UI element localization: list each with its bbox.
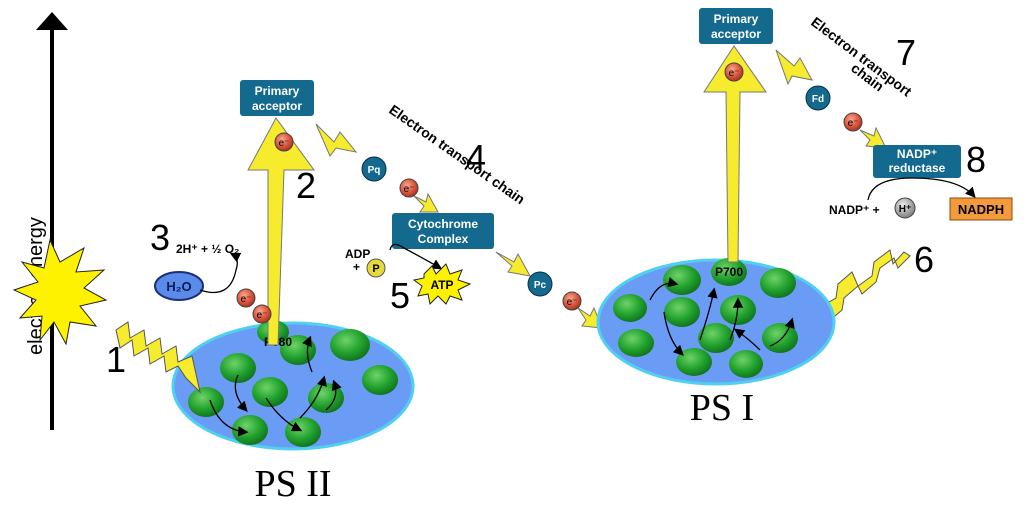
step-7: 7 [896,32,916,73]
cyt-line2: Complex [418,232,469,246]
electron-label: e⁻ [729,68,740,79]
electron-label: e⁻ [279,138,290,149]
phosphate-icon [366,258,386,278]
reductase-line1: NADP⁺ [897,147,937,161]
fd-carrier [805,85,831,111]
step-4: 4 [466,137,486,178]
energy-axis [36,12,68,430]
transfer-arrow [775,49,813,86]
hydrogen-ion-icon [894,197,916,219]
pc-label: Pc [534,280,547,291]
step-1: 1 [106,339,126,380]
plus-label: + [353,260,360,274]
sun-icon [12,238,108,346]
atp-synthesis-arrow [389,243,443,270]
ps1-reaction-center: P700 [715,265,743,279]
cyt-line1: Cytochrome [408,217,478,231]
water-split-arrow [199,252,242,294]
ps1-label: PS I [690,387,754,429]
adp-label: ADP [345,247,370,261]
cytochrome-complex [392,213,494,249]
ps1-acceptor-line1: Primary [714,12,759,26]
electron-icon [399,178,419,198]
ps1-excitation-arrow [703,45,767,263]
electron-icon [236,288,256,308]
pq-label: Pq [368,165,381,176]
ps1-acceptor-line2: acceptor [711,27,761,41]
transfer-arrow [495,251,531,277]
electron-icon [274,132,294,152]
ps1-primary-acceptor [699,8,773,44]
ps1-energy-transfer-arrows [649,277,795,356]
nadph-reaction-arrow [867,177,976,201]
electron-icon [724,62,744,82]
phosphate-label: P [372,263,379,275]
ps2-acceptor-line2: acceptor [252,99,302,113]
light-bolt-ps2 [115,321,201,394]
transfer-arrow [413,192,439,213]
water-molecule [154,271,204,301]
ps2-energy-transfer-arrows [209,335,342,437]
ps2-acceptor-line1: Primary [255,84,300,98]
electron-icon [843,112,863,132]
ps2-primary-acceptor [240,80,314,116]
water-label: H₂O [166,279,191,294]
hydrogen-label: H⁺ [899,204,912,215]
electron-icon [252,304,272,324]
pq-carrier [361,156,387,182]
pc-carrier [527,271,553,297]
electron-label: e⁻ [404,184,415,195]
step-2: 2 [296,165,316,206]
transfer-arrow [315,123,358,157]
electron-label: e⁻ [848,118,859,129]
electron-icon [562,291,582,311]
fd-label: Fd [812,94,824,105]
step-6: 6 [914,239,934,280]
ps2-excitation-arrow [247,117,315,346]
atp-label: ATP [430,278,453,292]
reductase-line2: reductase [889,161,946,175]
water-products: 2H⁺ + ½ O₂ [176,242,239,256]
electron-label: e⁻ [241,294,252,305]
nadph-box [949,197,1013,221]
atp-burst [412,263,472,306]
step-5: 5 [390,275,410,316]
electron-label: e⁻ [567,297,578,308]
electron-label: e⁻ [257,310,268,321]
ps2-label: PS II [254,463,331,505]
step-3: 3 [150,217,170,258]
nadph-label: NADPH [958,202,1004,217]
step-8: 8 [966,139,986,180]
nadp-reductase [873,145,961,178]
nadp-label: NADP⁺ + [829,203,880,217]
